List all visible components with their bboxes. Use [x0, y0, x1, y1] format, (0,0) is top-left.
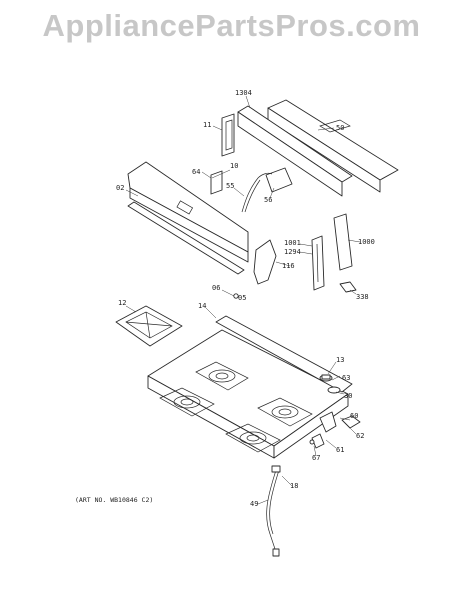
label-64: 64	[192, 168, 200, 176]
ignition-switch	[265, 167, 293, 193]
label-338: 338	[356, 293, 369, 301]
label-61: 61	[336, 446, 344, 454]
wire-harness	[241, 172, 273, 213]
label-12: 12	[118, 299, 126, 307]
label-1000: 1000	[358, 238, 375, 246]
latch-60	[341, 415, 361, 429]
label-56: 56	[264, 196, 272, 204]
art-number-note: (ART NO. WB10846 C2)	[75, 496, 154, 504]
label-63: 63	[342, 374, 350, 382]
rear-manifold-panel	[237, 105, 353, 197]
label-55: 55	[226, 182, 234, 190]
valve-bracket	[333, 213, 353, 271]
burner-well-rear-left	[195, 361, 249, 391]
burner-grate	[115, 305, 183, 347]
label-60: 60	[350, 412, 358, 420]
burner-well-rear-right	[257, 397, 313, 427]
label-1304: 1304	[235, 89, 252, 97]
label-02: 02	[116, 184, 124, 192]
hinge-clip	[311, 411, 337, 449]
label-1001: 1001	[284, 239, 301, 247]
thermostat-body	[311, 235, 325, 291]
watermark-logo: AppliancePartsPros.com	[42, 8, 421, 43]
spacer-30	[327, 386, 341, 394]
knob-cap	[319, 374, 333, 382]
part-labels: 1304 11 50 10 64 55 02 56 1001 1294 116 …	[116, 89, 375, 508]
label-30: 30	[344, 392, 352, 400]
igniter-plug	[339, 281, 357, 293]
label-67: 67	[312, 454, 320, 462]
cooktop-main-top	[147, 315, 353, 459]
burner-well-front-left	[159, 387, 215, 417]
label-1294: 1294	[284, 248, 301, 256]
panel-end-cap	[127, 201, 245, 275]
burner-cable	[266, 465, 281, 557]
label-62: 62	[356, 432, 364, 440]
label-05: 05	[238, 294, 246, 302]
label-06: 06	[212, 284, 220, 292]
label-116: 116	[282, 262, 295, 270]
burner-valve	[253, 239, 277, 285]
screw-61	[309, 439, 315, 445]
label-10: 10	[230, 162, 238, 170]
label-13: 13	[336, 356, 344, 364]
bracket-left	[221, 113, 235, 157]
label-49: 49	[250, 500, 258, 508]
label-14: 14	[198, 302, 206, 310]
control-panel	[127, 161, 249, 263]
leader-lines	[125, 95, 361, 505]
backsplash-trim	[267, 99, 399, 193]
label-18: 18	[290, 482, 298, 490]
switch-module	[210, 170, 223, 195]
label-11: 11	[203, 121, 211, 129]
burner-well-front-right	[225, 423, 281, 453]
label-50: 50	[336, 124, 344, 132]
